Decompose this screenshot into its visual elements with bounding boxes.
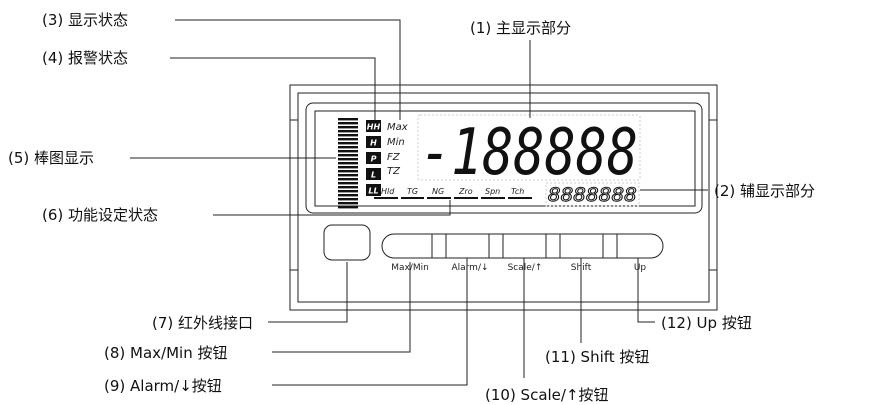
bar-graph-segment — [338, 158, 358, 161]
label-up-button: (12) Up 按钮 — [661, 314, 752, 332]
badge-l-text: L — [371, 171, 376, 180]
bar-graph-segment — [338, 138, 358, 141]
label-scale-button: (10) Scale/↑按钮 — [485, 386, 609, 404]
bar-graph-segment — [338, 126, 358, 129]
label-sub-display: (2) 辅显示部分 — [714, 182, 815, 200]
bar-graph — [338, 118, 358, 209]
label-function-status: (6) 功能设定状态 — [42, 206, 158, 224]
leader-up — [637, 258, 655, 323]
status-items: Max Min FZ TZ — [387, 122, 408, 177]
device-outer-frame — [289, 84, 718, 311]
leader-alarm — [272, 258, 468, 386]
leader-ir-port — [268, 262, 348, 323]
badge-ll-text: LL — [368, 187, 378, 196]
bar-graph-segment — [338, 174, 358, 177]
leader-display-status — [175, 19, 401, 120]
sub-display-frame — [545, 182, 640, 207]
main-display-value: -188888 — [420, 116, 638, 190]
leader-maxmin — [272, 262, 411, 353]
status-min: Min — [387, 137, 405, 148]
main-display-frame — [417, 114, 641, 181]
fn-zro: Zro — [458, 187, 473, 196]
bar-graph-segment — [338, 198, 358, 201]
ir-port — [323, 224, 371, 261]
bar-graph-segment — [338, 170, 358, 173]
badge-h-text: H — [370, 139, 377, 148]
bar-graph-segment — [338, 122, 358, 125]
label-maxmin-button: (8) Max/Min 按钮 — [104, 344, 227, 362]
bar-graph-segment — [338, 154, 358, 157]
bar-graph-segment — [338, 130, 358, 133]
badge-hh-text: HH — [367, 123, 381, 132]
bar-graph-segment — [338, 178, 358, 181]
fn-tch: Tch — [511, 187, 524, 196]
label-main-display: (1) 主显示部分 — [470, 19, 571, 37]
function-status: Hld TG NG Zro Spn Tch — [374, 187, 532, 199]
label-display-status: (3) 显示状态 — [42, 11, 128, 29]
alarm-badges: HH H P L LL — [366, 120, 381, 196]
bar-graph-segment — [338, 190, 358, 193]
fn-spn: Spn — [485, 187, 500, 196]
sub-display-value: 8888888 — [548, 184, 637, 206]
bar-graph-segment — [338, 146, 358, 149]
leader-function-status — [213, 200, 451, 216]
bar-graph-segment — [338, 202, 358, 205]
bar-graph-segment — [338, 142, 358, 145]
label-ir-port: (7) 红外线接口 — [152, 314, 253, 332]
badge-l — [366, 168, 381, 180]
bar-graph-segment — [338, 186, 358, 189]
label-alarm-button: (9) Alarm/↓按钮 — [104, 377, 222, 395]
button-strip — [381, 233, 664, 259]
bar-graph-segment — [338, 182, 358, 185]
status-fz: FZ — [387, 152, 401, 163]
fn-ng: NG — [432, 187, 444, 196]
label-shift-button: (11) Shift 按钮 — [545, 348, 649, 366]
bar-graph-segment — [338, 118, 358, 121]
label-bar-graph: (5) 棒图显示 — [8, 149, 94, 167]
btn-label-alarm: Alarm/↓ — [451, 263, 488, 273]
bar-graph-segment — [338, 134, 358, 137]
bar-graph-segment — [338, 150, 358, 153]
status-max: Max — [387, 122, 408, 133]
bar-graph-segment — [338, 194, 358, 197]
device-inner-frame — [297, 92, 710, 303]
bar-graph-segment — [338, 162, 358, 165]
badge-ll — [366, 184, 381, 196]
label-alarm-status: (4) 报警状态 — [42, 49, 128, 67]
fn-tg: TG — [407, 187, 418, 196]
badge-hh — [366, 120, 381, 132]
btn-label-up: Up — [634, 263, 647, 273]
badge-p — [366, 152, 381, 164]
badge-p-text: P — [371, 155, 377, 164]
fn-hld: Hld — [381, 187, 395, 196]
btn-label-scale: Scale/↑ — [508, 263, 543, 273]
bar-graph-segment — [338, 166, 358, 169]
bar-graph-segment — [338, 206, 358, 209]
status-tz: TZ — [387, 166, 401, 177]
leader-alarm-status — [170, 57, 376, 120]
badge-h — [366, 136, 381, 148]
